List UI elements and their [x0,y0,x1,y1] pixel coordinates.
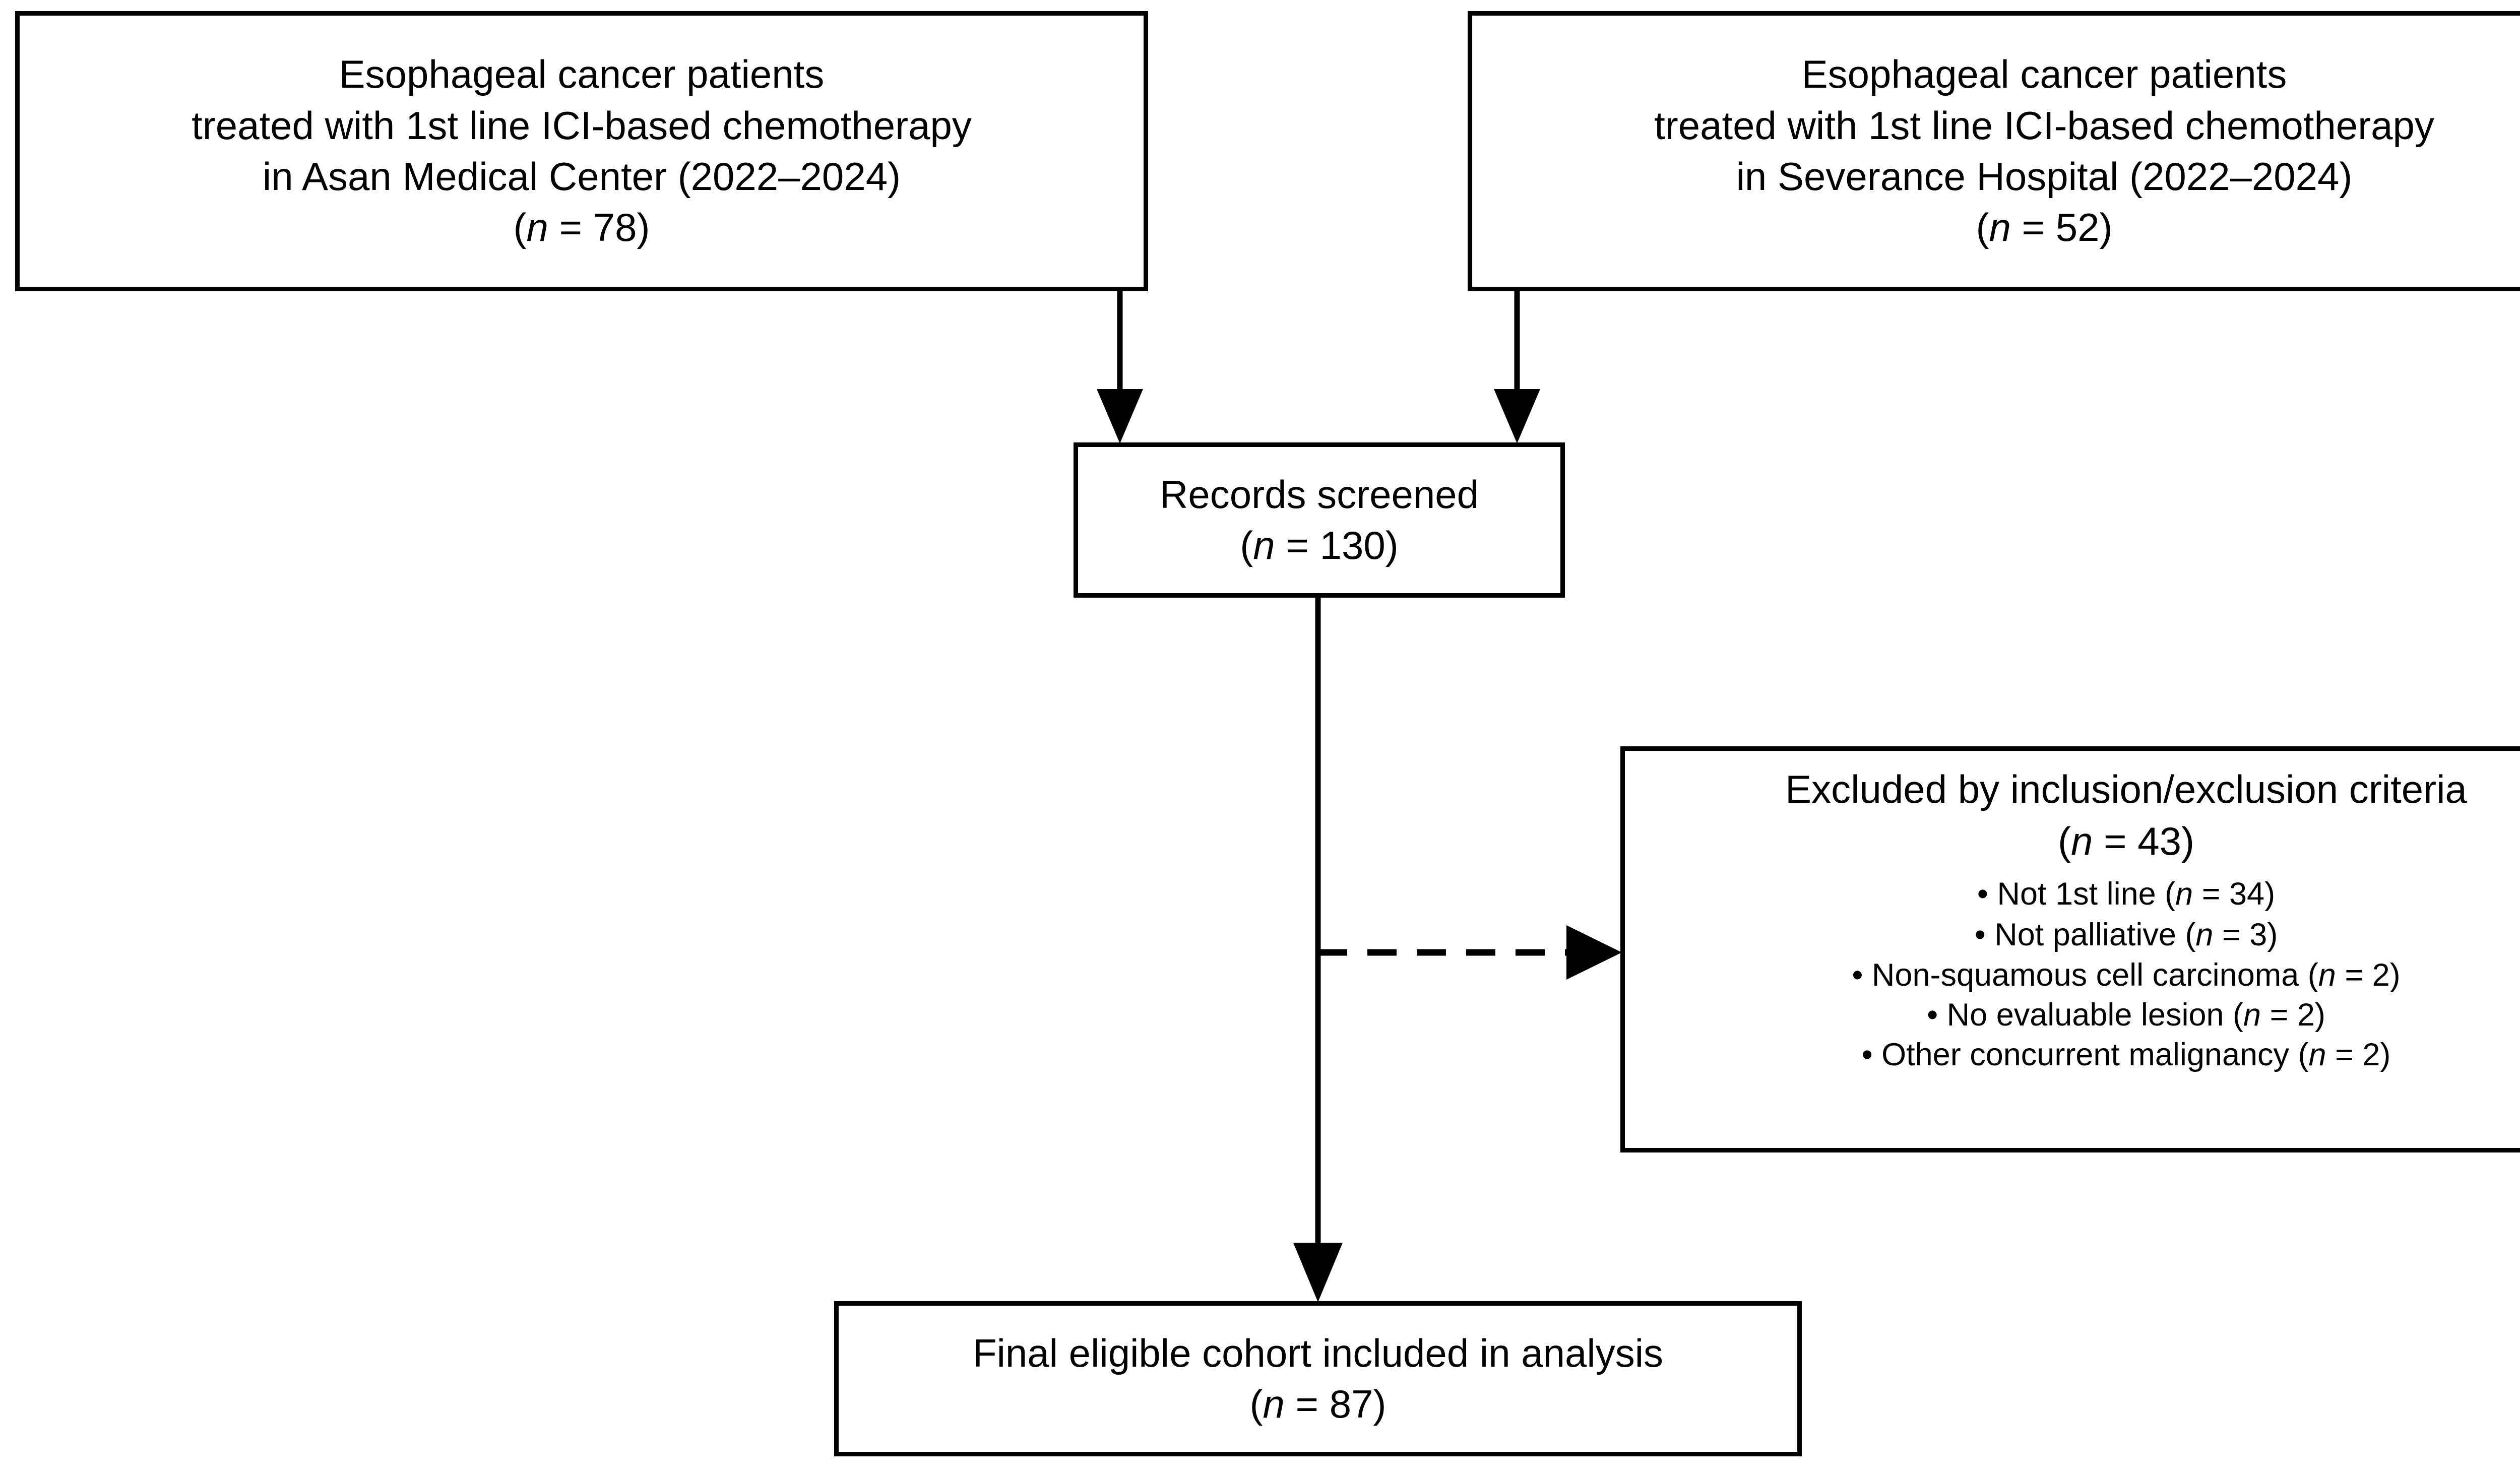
node-count: (n = 43) [2057,819,2194,864]
connector-screened-to-excluded [1318,925,1622,980]
node-line-3: in Asan Medical Center (2022–2024) [262,154,901,199]
node-line-1: Excluded by inclusion/exclusion criteria [1785,767,2467,811]
node-line-3: in Severance Hospital (2022–2024) [1736,154,2353,199]
node-line-1: Esophageal cancer patients [339,52,825,97]
n-symbol: n [2070,819,2093,864]
n-symbol: n [2175,876,2193,912]
exclusion-reason-list: • Not 1st line (n = 34) • Not palliative… [1852,874,2400,1075]
connector-severance-to-screened [1494,291,1540,443]
node-line-2: treated with 1st line ICI-based chemothe… [192,103,972,148]
node-records-screened[interactable]: Records screened (n = 130) [1074,442,1565,598]
list-item: • Not palliative (n = 3) [1974,917,2278,953]
connector-screened-to-final [1293,598,1343,1302]
node-count: (n = 130) [1240,523,1399,567]
node-source-severance-hospital[interactable]: Esophageal cancer patients treated with … [1468,11,2520,291]
node-line-1: Final eligible cohort included in analys… [972,1330,1664,1375]
node-line-1: Records screened [1160,472,1479,517]
list-item: • Not 1st line (n = 34) [1977,876,2276,912]
node-count: (n = 52) [1976,205,2113,250]
list-item: • No evaluable lesion (n = 2) [1927,997,2325,1033]
n-symbol: n [1253,523,1275,567]
n-symbol: n [2308,1037,2326,1073]
node-excluded-criteria[interactable]: Excluded by inclusion/exclusion criteria… [1620,746,2520,1152]
n-symbol: n [2318,957,2336,993]
n-symbol: n [526,205,548,250]
node-line-1: Esophageal cancer patients [1801,52,2287,97]
n-symbol: n [2195,917,2214,953]
node-final-eligible-cohort[interactable]: Final eligible cohort included in analys… [834,1301,1802,1456]
n-symbol: n [1263,1382,1285,1426]
list-item: • Non-squamous cell carcinoma (n = 2) [1852,957,2401,993]
list-item: • Other concurrent malignancy (n = 2) [1861,1037,2391,1073]
n-symbol: n [1989,205,2011,250]
node-source-asan-medical-center[interactable]: Esophageal cancer patients treated with … [15,11,1148,291]
n-symbol: n [2243,997,2261,1033]
node-count: (n = 78) [513,205,650,250]
connector-amc-to-screened [1097,291,1143,443]
node-count: (n = 87) [1249,1382,1387,1426]
node-line-2: treated with 1st line ICI-based chemothe… [1654,103,2434,148]
